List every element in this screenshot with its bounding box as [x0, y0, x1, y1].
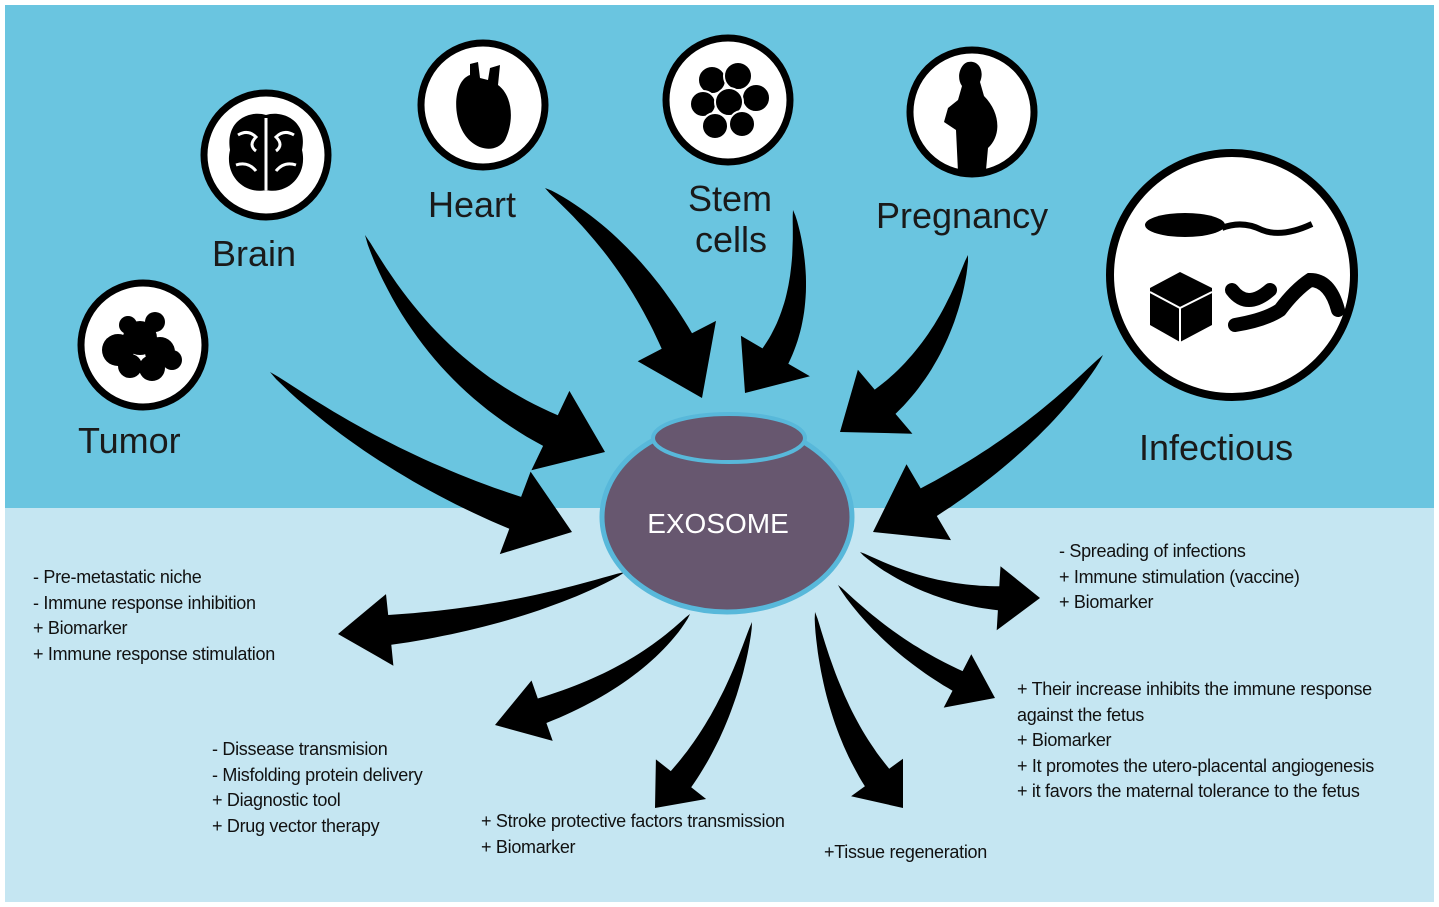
effect-line: + Their increase inhibits the immune res…: [1017, 679, 1372, 699]
effect-line: - Dissease transmision: [212, 739, 388, 759]
effect-line: + Diagnostic tool: [212, 790, 341, 811]
arrow-pregnancy-to-exosome: [840, 255, 968, 434]
pregnant-woman-icon: [906, 46, 1038, 178]
effect-line: + Drug vector therapy: [212, 815, 380, 836]
effects-infectious: - Spreading of infections + Immune stimu…: [1059, 539, 1300, 616]
exosome-vesicle: EXOSOME: [599, 412, 855, 615]
effect-line: + Biomarker: [1017, 730, 1112, 751]
effect-line: + it favors the maternal tolerance to th…: [1017, 781, 1360, 802]
stem-cells-icon: [662, 34, 794, 166]
exosome-label: EXOSOME: [647, 508, 789, 539]
source-label-stem-cells-line2: cells: [695, 219, 767, 260]
effect-line: +Tissue regeneration: [824, 842, 987, 862]
effect-line: + Immune response stimulation: [33, 643, 275, 664]
arrow-exosome-to-pregnancy-effects: [838, 585, 995, 708]
effect-line: against the fetus: [1017, 704, 1144, 725]
source-label-brain: Brain: [212, 233, 296, 274]
arrow-tumor-to-exosome: [270, 372, 572, 555]
effect-line: + Biomarker: [1059, 592, 1154, 613]
source-label-tumor: Tumor: [78, 420, 181, 461]
effects-stem-cells: +Tissue regeneration: [824, 840, 987, 866]
arrow-exosome-to-heart-effects: [655, 622, 752, 808]
arrow-exosome-to-tumor-effects: [338, 572, 625, 666]
source-label-heart: Heart: [428, 184, 516, 225]
pathogens-icon: [1106, 149, 1358, 401]
source-label-pregnancy: Pregnancy: [876, 195, 1048, 236]
source-label-infectious: Infectious: [1139, 427, 1293, 468]
arrow-heart-to-exosome: [545, 188, 716, 398]
arrow-brain-to-exosome: [365, 235, 605, 471]
effects-brain: - Dissease transmision - Misfolding prot…: [212, 737, 423, 839]
effect-line: + Immune stimulation (vaccine): [1059, 566, 1300, 587]
arrow-exosome-to-stem-cells-effects: [814, 612, 903, 808]
heart-icon: [417, 39, 549, 171]
arrow-exosome-to-brain-effects: [495, 614, 690, 741]
effects-heart: + Stroke protective factors transmission…: [481, 809, 785, 860]
brain-icon: [200, 89, 332, 221]
effect-line: - Misfolding protein delivery: [212, 764, 423, 785]
effect-line: - Spreading of infections: [1059, 541, 1246, 561]
effect-line: - Pre-metastatic niche: [33, 567, 202, 587]
effects-tumor: - Pre-metastatic niche - Immune response…: [33, 565, 275, 667]
tumor-icon: [77, 279, 209, 411]
source-label-stem-cells-line1: Stem: [688, 178, 772, 219]
effects-pregnancy: + Their increase inhibits the immune res…: [1017, 677, 1374, 805]
arrow-exosome-to-infectious-effects: [860, 552, 1040, 631]
arrow-infectious-to-exosome: [873, 355, 1103, 541]
effect-line: + It promotes the utero-placental angiog…: [1017, 755, 1374, 776]
effect-line: + Stroke protective factors transmission: [481, 811, 785, 831]
arrow-stem-cells-to-exosome: [740, 210, 810, 393]
effect-line: - Immune response inhibition: [33, 592, 256, 613]
arrows-group: [270, 188, 1103, 808]
effect-line: + Biomarker: [33, 618, 128, 639]
effect-line: + Biomarker: [481, 836, 576, 857]
